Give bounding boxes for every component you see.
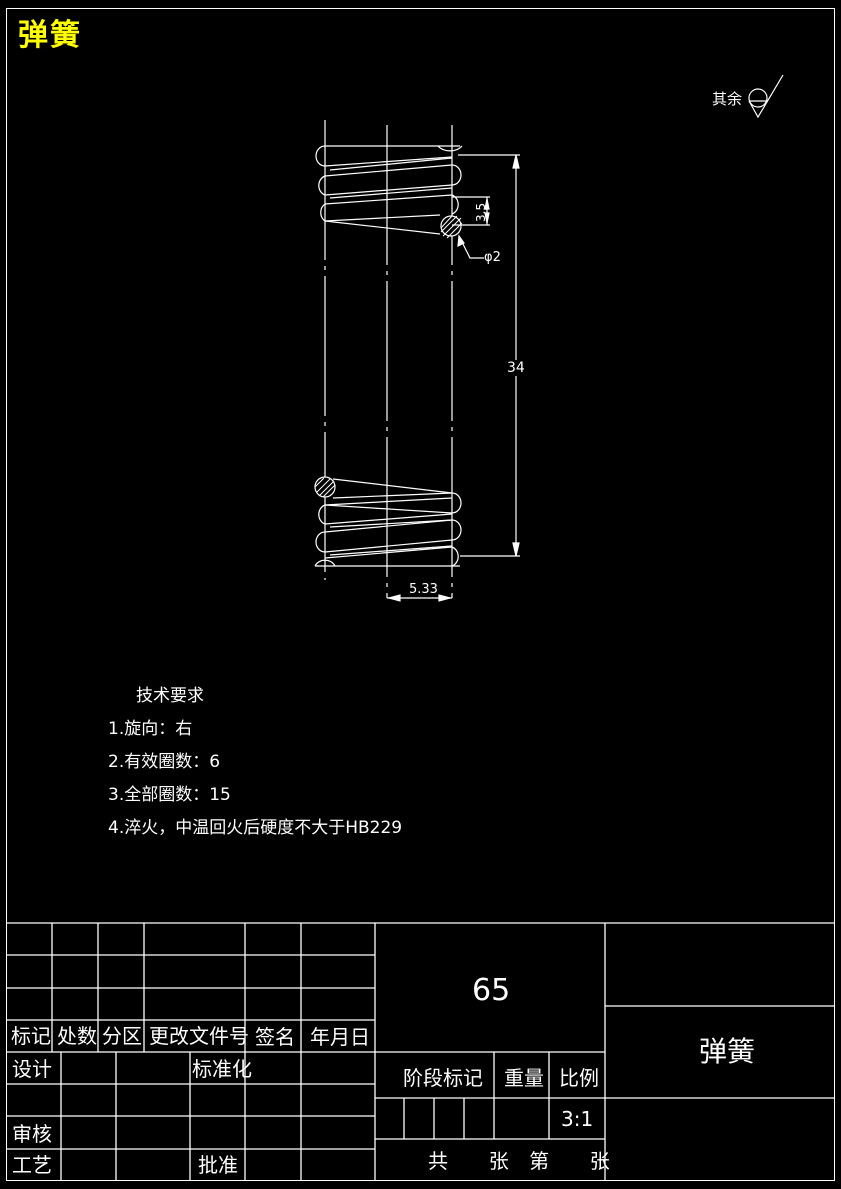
dim-free-length-text: 34	[507, 360, 525, 376]
dimension-free-length	[458, 154, 520, 557]
spring-bottom-coils	[314, 478, 462, 567]
wire-section-bottom	[314, 476, 336, 498]
roughness-symbol-icon	[748, 74, 784, 119]
requirement-item: 4.淬火，中温回火后硬度不大于HB229	[108, 818, 403, 838]
dim-wire-diameter-text: φ2	[484, 250, 501, 265]
header-count: 处数	[57, 1024, 97, 1048]
scale-value: 3:1	[561, 1107, 594, 1131]
dim-mean-diameter-text: 5.33	[409, 582, 438, 597]
spring-top-coils	[315, 145, 463, 235]
wire-section-top	[440, 215, 463, 239]
sheets-text: 共 张 第 张	[428, 1149, 610, 1173]
drawing-frame	[6, 8, 835, 1181]
material-value: 65	[472, 973, 511, 1008]
stage-mark-label: 阶段标记	[403, 1066, 483, 1090]
header-signature: 签名	[255, 1025, 295, 1049]
requirement-item: 2.有效圈数：6	[108, 752, 221, 772]
header-date: 年月日	[310, 1025, 370, 1049]
technical-requirements: 技术要求 1.旋向：右 2.有效圈数：6 3.全部圈数：15 4.淬火，中温回火…	[108, 680, 402, 845]
scale-label: 比例	[559, 1066, 599, 1090]
roughness-label: 其余	[712, 90, 743, 108]
review-label: 审核	[12, 1122, 52, 1146]
dimension-mean-diameter	[386, 594, 453, 602]
requirement-item: 1.旋向：右	[108, 719, 193, 739]
drawing-title: 弹簧	[18, 18, 82, 53]
requirements-heading: 技术要求	[136, 686, 204, 706]
requirement-item: 3.全部圈数：15	[108, 785, 231, 805]
leader-wire-diameter	[457, 234, 484, 259]
design-label: 设计	[12, 1057, 52, 1081]
header-zone: 分区	[102, 1024, 142, 1048]
part-name: 弹簧	[699, 1035, 756, 1068]
approve-label: 批准	[198, 1153, 238, 1177]
header-mark: 标记	[11, 1024, 51, 1048]
process-label: 工艺	[12, 1153, 52, 1177]
standardization-label: 标准化	[192, 1057, 252, 1081]
dimension-pitch	[452, 196, 490, 226]
header-change-doc: 更改文件号	[149, 1024, 249, 1048]
weight-label: 重量	[504, 1066, 544, 1090]
